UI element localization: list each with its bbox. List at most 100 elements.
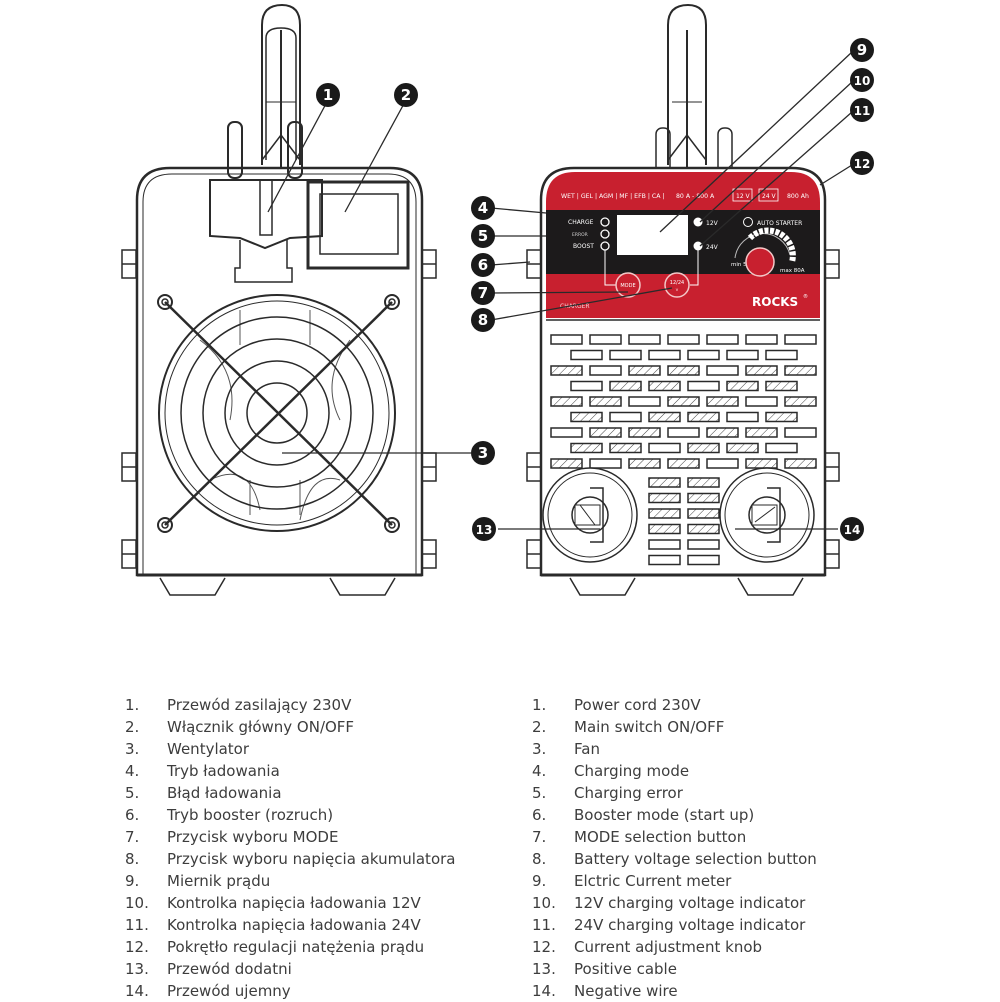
legend-item-number: 4. xyxy=(125,762,140,780)
legend-item-text: Błąd ładowania xyxy=(167,784,282,802)
voltage-select-button[interactable] xyxy=(664,272,690,298)
vent-slot xyxy=(589,427,622,438)
positive-cable-gland xyxy=(542,467,638,563)
front-cord xyxy=(655,3,733,174)
rear-view xyxy=(121,3,437,596)
callout-1-badge xyxy=(316,83,340,107)
led-12v-label: 12V xyxy=(706,220,719,227)
led-error-label: ERROR xyxy=(572,232,588,238)
vent-slot xyxy=(687,442,720,454)
legend-item-text: Pokrętło regulacji natężenia prądu xyxy=(167,938,425,956)
model-label: CHARGER xyxy=(560,303,590,310)
negative-cable-gland xyxy=(719,467,815,563)
vent-slot xyxy=(648,477,681,488)
vent-slot xyxy=(706,334,739,345)
mode-button[interactable] xyxy=(615,272,641,298)
vent-slot xyxy=(570,442,603,454)
vent-slot xyxy=(589,396,622,407)
callout-7-badge xyxy=(471,281,495,305)
callout-7-number: 7 xyxy=(478,284,488,302)
legend-item: 6.Booster mode (start up) xyxy=(532,804,817,826)
knob-min-label: min 5A xyxy=(731,262,751,268)
vent-slot xyxy=(706,365,739,376)
current-range-label: 80 A - 800 A xyxy=(676,193,715,200)
foot xyxy=(737,577,804,596)
voltage-12-label: 12 V xyxy=(736,193,751,200)
legend-item-number: 1. xyxy=(125,696,140,714)
brand-mark: ® xyxy=(803,293,808,300)
panel-top-band xyxy=(546,172,820,210)
led-charge-label: CHARGE xyxy=(568,219,594,226)
callout-14-number: 14 xyxy=(844,523,861,537)
callout-4-number: 4 xyxy=(478,199,488,217)
vent-slot xyxy=(687,349,720,361)
legend-item: 4.Tryb ładowania xyxy=(125,760,455,782)
led-12v-indicator xyxy=(693,217,703,227)
vent-slot xyxy=(726,442,759,454)
brand-logo: ROCKS xyxy=(752,295,798,309)
callout-2-badge xyxy=(394,83,418,107)
legend-item-number: 5. xyxy=(532,784,547,802)
front-side-bolts xyxy=(526,249,840,569)
legend-item-number: 2. xyxy=(125,718,140,736)
led-boost-label: BOOST xyxy=(573,243,594,250)
vent-slot xyxy=(648,508,681,519)
rear-pin-left xyxy=(227,121,243,179)
legend-item-text: Przycisk wyboru MODE xyxy=(167,828,339,846)
rear-housing xyxy=(135,166,424,577)
legend-item-number: 13. xyxy=(125,960,149,978)
callout-14-badge xyxy=(840,517,864,541)
legend-item-text: Włącznik główny ON/OFF xyxy=(167,718,355,736)
vent-slot xyxy=(589,458,622,469)
vent-slot xyxy=(745,396,778,407)
legend-item-number: 7. xyxy=(532,828,547,846)
mode-button-label: MODE xyxy=(620,283,635,289)
vent-slot xyxy=(745,458,778,469)
legend-item-text: Battery voltage selection button xyxy=(574,850,817,868)
legend-item-text: MODE selection button xyxy=(574,828,747,846)
main-switch xyxy=(306,180,410,270)
vent-slot xyxy=(687,539,720,550)
legend-item-number: 3. xyxy=(532,740,547,758)
legend-item: 4.Charging mode xyxy=(532,760,817,782)
legend-item-text: 24V charging voltage indicator xyxy=(574,916,806,934)
vent-slot xyxy=(648,539,681,550)
auto-starter-icon xyxy=(743,217,753,227)
legend-item-number: 14. xyxy=(532,982,556,1000)
legend-item-text: Kontrolka napięcia ładowania 12V xyxy=(167,894,421,912)
vent-slot xyxy=(687,523,720,535)
vent-slot xyxy=(628,334,661,345)
legend-item-number: 1. xyxy=(532,696,547,714)
vent-slot xyxy=(745,334,778,345)
legend-item-text: Elctric Current meter xyxy=(574,872,732,890)
fan xyxy=(157,294,400,533)
callout-5-number: 5 xyxy=(478,227,488,245)
legend-item: 3.Fan xyxy=(532,738,817,760)
callout-3-badge xyxy=(471,441,495,465)
legend-item-number: 12. xyxy=(125,938,149,956)
legend-item-number: 11. xyxy=(125,916,149,934)
vent-slot xyxy=(687,477,720,488)
legend-item: 5.Błąd ładowania xyxy=(125,782,455,804)
legend-item-number: 14. xyxy=(125,982,149,1000)
legend-item: 11.24V charging voltage indicator xyxy=(532,914,817,936)
voltage-24-label: 24 V xyxy=(762,193,777,200)
legend-item: 10.12V charging voltage indicator xyxy=(532,892,817,914)
vent-slot xyxy=(726,349,759,361)
vent-slot xyxy=(687,411,720,423)
legend-item-text: Kontrolka napięcia ładowania 24V xyxy=(167,916,421,934)
legend-item-text: Current adjustment knob xyxy=(574,938,763,956)
legend-item: 14.Negative wire xyxy=(532,980,817,1002)
legend-item-number: 7. xyxy=(125,828,140,846)
vent-slot xyxy=(609,411,642,423)
front-view: WET | GEL | AGM | MF | EFB | CA | 80 A -… xyxy=(526,3,840,596)
legend-item: 10.Kontrolka napięcia ładowania 12V xyxy=(125,892,455,914)
current-adjustment-knob[interactable] xyxy=(745,247,775,277)
legend-item: 8.Przycisk wyboru napięcia akumulatora xyxy=(125,848,455,870)
vent-slot xyxy=(765,349,798,361)
legend-item: 7. Przycisk wyboru MODE xyxy=(125,826,455,848)
vent-slot xyxy=(745,427,778,438)
vent-slot xyxy=(589,365,622,376)
charger-diagram: WET | GEL | AGM | MF | EFB | CA | 80 A -… xyxy=(121,3,874,596)
legend-item: 5.Charging error xyxy=(532,782,817,804)
